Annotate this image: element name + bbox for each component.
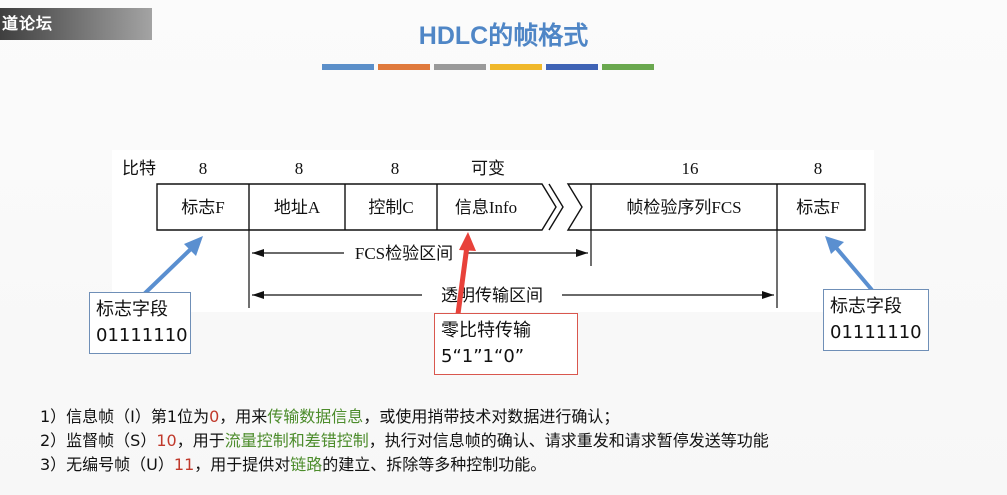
- color-bar: [378, 64, 430, 70]
- note-line: 2）监督帧（S）10，用于流量控制和差错控制，执行对信息帧的确认、请求重发和请求…: [40, 429, 1000, 453]
- note-line: 3）无编号帧（U）11，用于提供对链路的建立、拆除等多种控制功能。: [40, 453, 1000, 477]
- arrowhead: [762, 291, 774, 299]
- bit-count: 16: [682, 159, 699, 178]
- field-fcs: 帧检验序列FCS: [626, 198, 741, 217]
- note-text: ，或使用捎带技术对数据进行确认；: [363, 407, 620, 426]
- note-code: 11: [173, 455, 195, 474]
- note-code: 0: [209, 407, 220, 426]
- fcs-range-label: FCS检验区间: [355, 244, 453, 263]
- callout-zero-bit: 零比特传输 5“1”1“0”: [434, 313, 578, 375]
- slide-title: HDLC的帧格式: [418, 22, 589, 50]
- color-bar: [602, 64, 654, 70]
- arrowhead: [252, 291, 264, 299]
- field-control: 控制C: [368, 198, 413, 217]
- color-bar: [490, 64, 542, 70]
- frame-type-notes: 1）信息帧（I）第1位为0，用来传输数据信息，或使用捎带技术对数据进行确认； 2…: [40, 405, 1000, 477]
- callout-title: 标志字段: [830, 296, 902, 317]
- note-line: 1）信息帧（I）第1位为0，用来传输数据信息，或使用捎带技术对数据进行确认；: [40, 405, 1000, 429]
- callout-value: 01111110: [830, 322, 922, 343]
- note-keyword: 流量控制和差错控制: [224, 431, 369, 450]
- callout-value: 5“1”1“0”: [441, 346, 525, 367]
- color-bar: [322, 64, 374, 70]
- note-code: 10: [156, 431, 177, 450]
- note-text: ，执行对信息帧的确认、请求重发和请求暂停发送等功能: [368, 431, 769, 450]
- color-bar: [546, 64, 598, 70]
- field-flag-end: 标志F: [796, 198, 839, 217]
- callout-value: 01111110: [96, 325, 188, 346]
- field-info: 信息Info: [455, 198, 517, 217]
- frame-left-part: [156, 183, 557, 231]
- note-text: ，用于提供对: [194, 455, 291, 474]
- callout-title: 零比特传输: [441, 320, 531, 341]
- arrowhead: [576, 249, 588, 257]
- callout-title: 标志字段: [96, 299, 168, 320]
- note-keyword: 传输数据信息: [267, 407, 364, 426]
- arrowhead: [252, 249, 264, 257]
- bit-count: 8: [814, 159, 823, 178]
- bit-count: 8: [295, 159, 304, 178]
- bits-label: 比特: [122, 159, 156, 178]
- bit-count: 8: [199, 159, 208, 178]
- break-mark: [548, 183, 564, 231]
- callout-flag-right: 标志字段 01111110: [823, 289, 929, 351]
- bit-count: 8: [391, 159, 400, 178]
- note-text: ，用来: [219, 407, 268, 426]
- note-keyword: 链路: [290, 455, 323, 474]
- frame-diagram-svg: 比特 8 8 8 可变 16 8 标志F 地址A 控制C 信息Info 帧检验序…: [122, 159, 866, 308]
- hdlc-frame-diagram: 比特 8 8 8 可变 16 8 标志F 地址A 控制C 信息Info 帧检验序…: [112, 150, 874, 312]
- note-text: 的建立、拆除等多种控制功能。: [322, 455, 547, 474]
- bit-count: 可变: [471, 159, 505, 178]
- watermark: 道论坛: [0, 8, 152, 40]
- field-address: 地址A: [274, 198, 321, 217]
- note-text: 3）无编号帧（U）: [40, 455, 174, 474]
- frame-right-part: [566, 183, 866, 231]
- note-text: ，用于: [176, 431, 225, 450]
- note-text: 1）信息帧（I）第1位为: [40, 407, 210, 426]
- field-flag-start: 标志F: [181, 198, 224, 217]
- note-text: 2）监督帧（S）: [40, 431, 157, 450]
- callout-flag-left: 标志字段 01111110: [89, 292, 191, 354]
- color-bar: [434, 64, 486, 70]
- transparent-range-label: 透明传输区间: [441, 286, 543, 305]
